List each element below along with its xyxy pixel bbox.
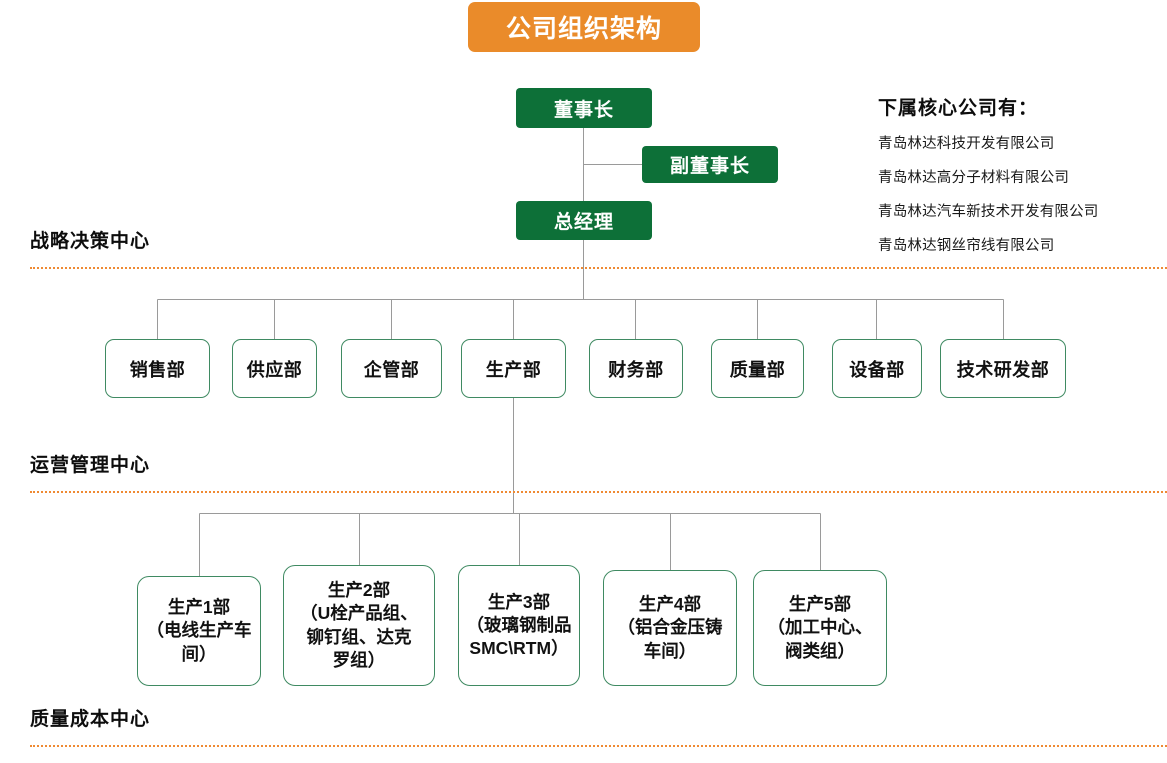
band-divider-strategic — [30, 267, 1167, 269]
org-node-vice-chairman[interactable]: 副董事长 — [642, 146, 778, 183]
org-node-department-equipment[interactable]: 设备部 — [832, 339, 922, 398]
subsidiary-list-heading: 下属核心公司有： — [878, 98, 1039, 119]
band-label-quality-cost-center: 质量成本中心 — [30, 709, 151, 730]
org-node-production-unit-2[interactable]: 生产2部 （U栓产品组、 铆钉组、达克 罗组） — [283, 565, 435, 686]
band-divider-operations — [30, 491, 1167, 493]
org-node-production-unit-3[interactable]: 生产3部 （玻璃钢制品 SMC\RTM） — [458, 565, 580, 686]
band-divider-quality — [30, 745, 1167, 747]
org-node-production-unit-4[interactable]: 生产4部 （铝合金压铸 车间） — [603, 570, 737, 686]
subsidiary-company-list: 下属核心公司有： 青岛林达科技开发有限公司 青岛林达高分子材料有限公司 青岛林达… — [878, 93, 1099, 268]
subsidiary-item: 青岛林达高分子材料有限公司 — [878, 170, 1070, 186]
band-label-strategic-decision-center: 战略决策中心 — [30, 231, 151, 252]
org-node-department-enterprise-management[interactable]: 企管部 — [341, 339, 442, 398]
org-node-department-production[interactable]: 生产部 — [461, 339, 566, 398]
org-node-department-technology-rd[interactable]: 技术研发部 — [940, 339, 1066, 398]
subsidiary-item: 青岛林达科技开发有限公司 — [878, 136, 1055, 152]
org-node-chairman[interactable]: 董事长 — [516, 88, 652, 128]
subsidiary-item: 青岛林达钢丝帘线有限公司 — [878, 238, 1055, 254]
org-node-department-finance[interactable]: 财务部 — [589, 339, 683, 398]
page-title: 公司组织架构 — [468, 2, 700, 52]
org-node-production-unit-5[interactable]: 生产5部 （加工中心、 阀类组） — [753, 570, 887, 686]
band-label-operations-management-center: 运营管理中心 — [30, 455, 151, 476]
org-node-department-quality[interactable]: 质量部 — [711, 339, 804, 398]
org-node-department-supply[interactable]: 供应部 — [232, 339, 317, 398]
org-node-general-manager[interactable]: 总经理 — [516, 201, 652, 240]
subsidiary-item: 青岛林达汽车新技术开发有限公司 — [878, 204, 1099, 220]
org-node-production-unit-1[interactable]: 生产1部 （电线生产车 间） — [137, 576, 261, 686]
org-node-department-sales[interactable]: 销售部 — [105, 339, 210, 398]
